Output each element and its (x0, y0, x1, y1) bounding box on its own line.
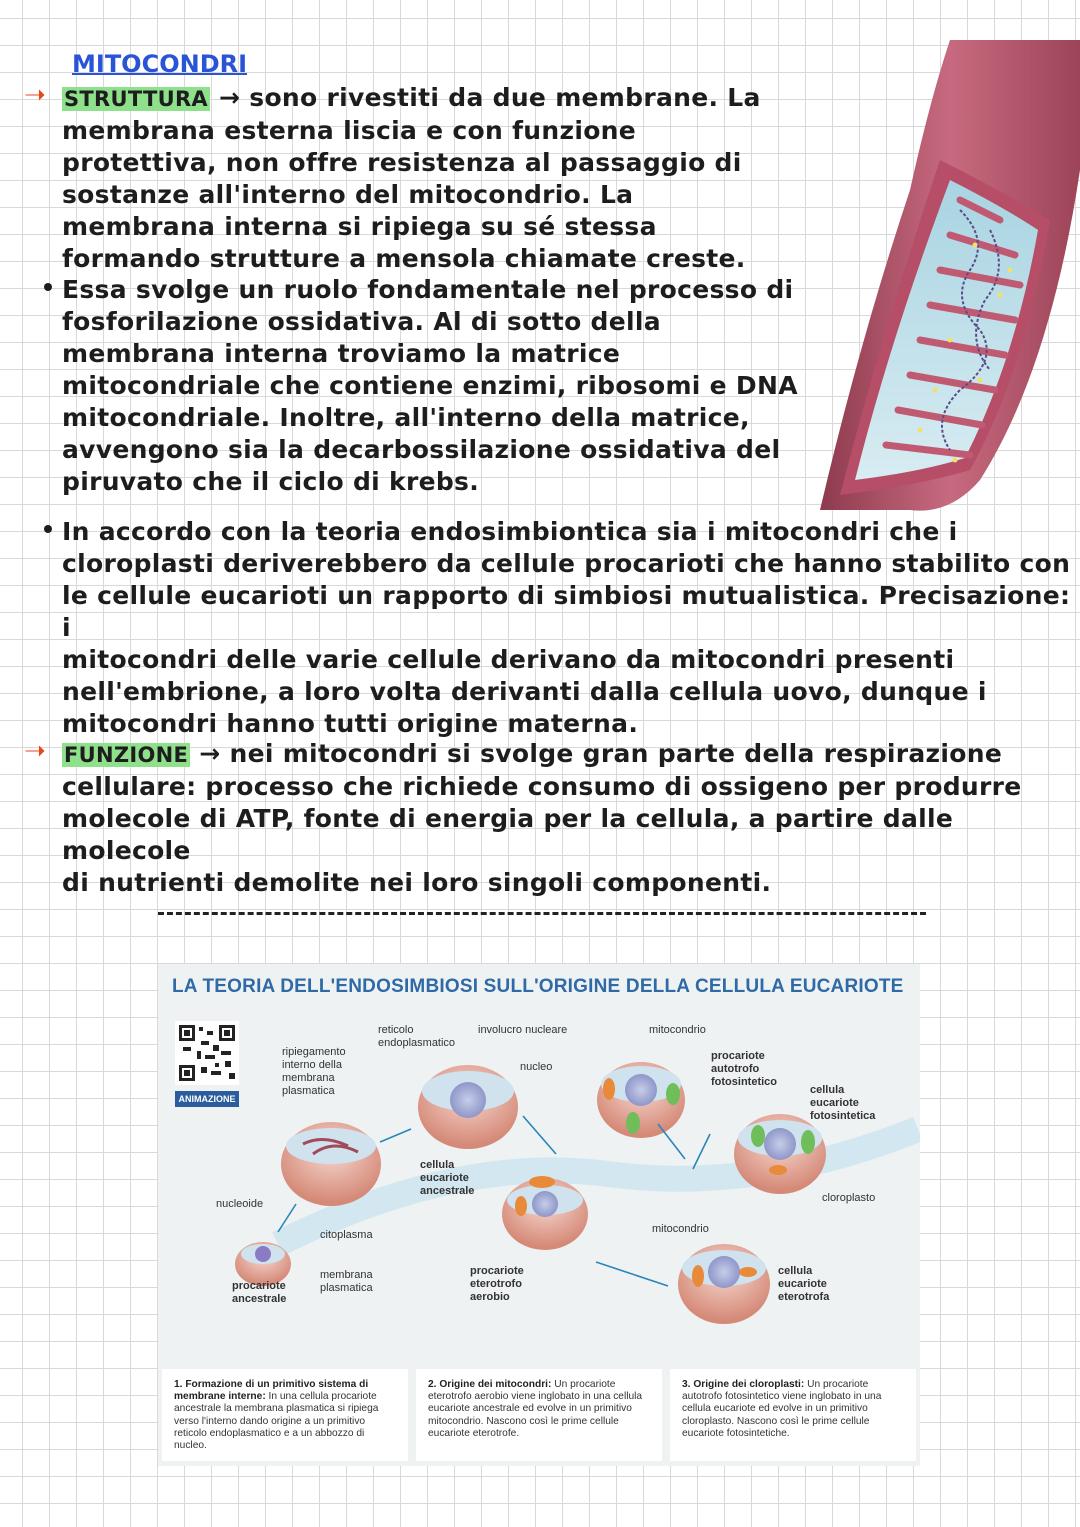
struttura-arrow: → (219, 83, 241, 112)
text-line: nell'embrione, a loro volta derivanti da… (62, 677, 987, 706)
bullet-dot (44, 525, 52, 533)
text-line: avvengono sia la decarbossilazione ossid… (62, 435, 781, 464)
text-line: mitocondri hanno tutti origine materna. (62, 709, 639, 738)
text-line: In accordo con la teoria endosimbiontica… (62, 517, 958, 546)
text-line: Essa svolge un ruolo fondamentale nel pr… (62, 275, 794, 304)
text-line: mitocondriale. Inoltre, all'interno dell… (62, 403, 750, 432)
qr-code[interactable]: ANIMAZIONE (175, 1021, 239, 1107)
arrow-icon: ➝ (24, 80, 46, 110)
label-mitocondrio-mid: mitocondrio (652, 1223, 709, 1235)
text-line: membrana interna si ripiega su sé stessa (62, 212, 657, 241)
bullet-paragraph-1: Essa svolge un ruolo fondamentale nel pr… (62, 274, 798, 498)
text-line: piruvato che il ciclo di krebs. (62, 467, 480, 496)
text-line: cellulare: processo che richiede consumo… (62, 772, 1022, 801)
caption-2: 2. Origine dei mitocondri: Un procariote… (416, 1369, 662, 1461)
label-citoplasma: citoplasma (320, 1229, 373, 1241)
text-line: mitocondri delle varie cellule derivano … (62, 645, 955, 674)
text-line: mitocondriale che contiene enzimi, ribos… (62, 371, 798, 400)
label-nucleo: nucleo (520, 1061, 553, 1073)
endosymbiosis-figure: LA TEORIA DELL'ENDOSIMBIOSI SULL'ORIGINE… (158, 964, 920, 1466)
qr-code-icon (175, 1021, 239, 1085)
funzione-paragraph: FUNZIONE → nei mitocondri si svolge gran… (62, 738, 1080, 899)
qr-label: ANIMAZIONE (175, 1091, 239, 1107)
funzione-arrow: → (199, 739, 221, 768)
label-cloroplasto: cloroplasto (822, 1192, 876, 1204)
struttura-paragraph: STRUTTURA → sono rivestiti da due membra… (62, 82, 761, 275)
text-line: nei mitocondri si svolge gran parte dell… (229, 739, 1003, 768)
label-mitocondrio-top: mitocondrio (649, 1024, 706, 1036)
text-line: cloroplasti deriverebbero da cellule pro… (62, 549, 1071, 578)
text-line: fosforilazione ossidativa. Al di sotto d… (62, 307, 661, 336)
diagram-drawing (235, 1062, 920, 1324)
text-line: le cellule eucarioti un rapporto di simb… (62, 581, 1071, 642)
caption-1: 1. Formazione di un primitivo sistema di… (162, 1369, 408, 1461)
bullet-dot (44, 283, 52, 291)
page-title: MITOCONDRI (72, 50, 248, 78)
text-line: membrana esterna liscia e con funzione (62, 116, 637, 145)
mitochondrion-illustration (820, 40, 1080, 511)
dashed-divider (158, 912, 926, 915)
bullet-paragraph-2: In accordo con la teoria endosimbiontica… (62, 516, 1080, 740)
arrow-icon: ➝ (24, 736, 46, 766)
struttura-label: STRUTTURA (62, 87, 210, 111)
text-line: di nutrienti demolite nei loro singoli c… (62, 868, 772, 897)
text-line: membrana interna troviamo la matrice (62, 339, 621, 368)
text-line: molecole di ATP, fonte di energia per la… (62, 804, 954, 865)
text-line: sono rivestiti da due membrane. La (249, 83, 761, 112)
caption-3: 3. Origine dei cloroplasti: Un procariot… (670, 1369, 916, 1461)
figure-title: LA TEORIA DELL'ENDOSIMBIOSI SULL'ORIGINE… (172, 976, 904, 997)
label-nucleoide: nucleoide (216, 1198, 264, 1210)
funzione-label: FUNZIONE (62, 743, 191, 767)
text-line: formando strutture a mensola chiamate cr… (62, 244, 746, 273)
label-involucro: involucro nucleare (478, 1024, 568, 1036)
text-line: sostanze all'interno del mitocondrio. La (62, 180, 634, 209)
text-line: protettiva, non offre resistenza al pass… (62, 148, 742, 177)
